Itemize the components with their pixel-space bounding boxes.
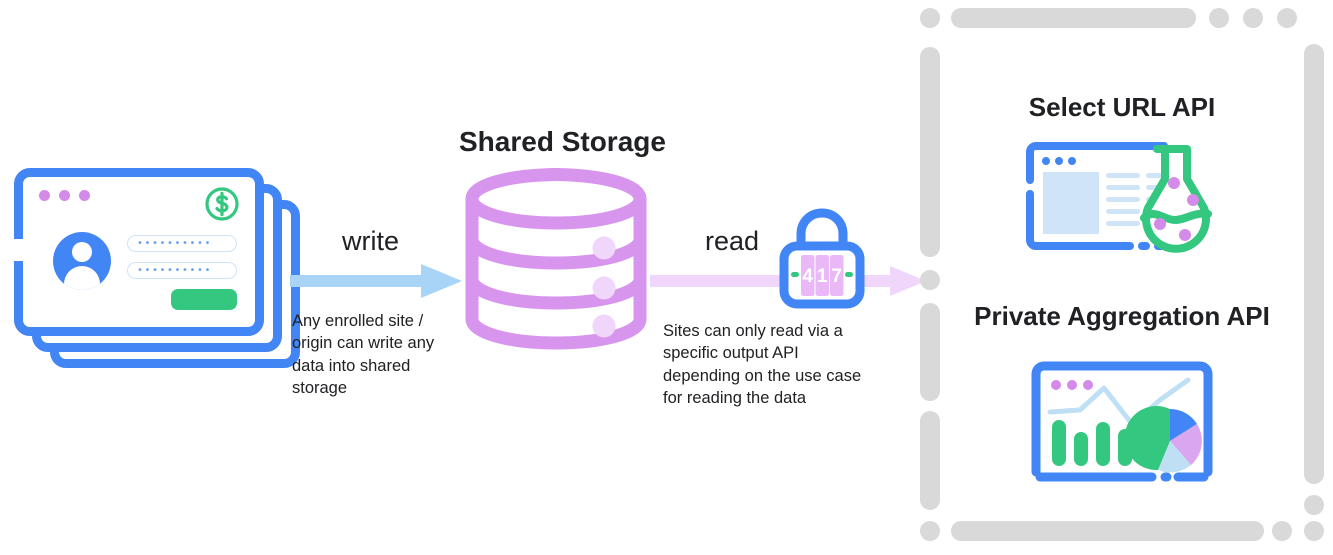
write-description: Any enrolled site / origin can write any… <box>292 312 435 397</box>
username-field-value: •••••••••• <box>137 237 212 249</box>
enrolled-site-cards: •••••••••• •••••••••• <box>14 168 304 368</box>
flask-icon <box>1140 145 1212 253</box>
panel-border-bar-left-2 <box>920 303 940 401</box>
card-edge-notch <box>14 239 23 261</box>
output-api-panel: Select URL API <box>920 8 1324 548</box>
avatar-body <box>64 266 100 290</box>
database-cylinder-icon <box>465 165 647 353</box>
panel-border-bar-bottom <box>951 521 1264 541</box>
avatar <box>53 232 111 290</box>
panel-border-dot-left-mid <box>920 270 940 290</box>
panel-border-dot-bottom-right <box>1304 521 1324 541</box>
select-url-api-title: Select URL API <box>1028 92 1216 122</box>
write-arrow-icon <box>290 264 462 298</box>
private-aggregation-api-illustration <box>1028 360 1224 486</box>
svg-text:7: 7 <box>831 266 842 287</box>
read-label: read <box>705 226 760 256</box>
lock-dials: 4 1 7 <box>801 255 844 296</box>
panel-border-dot-bottom-1 <box>1272 521 1292 541</box>
username-field[interactable]: •••••••••• <box>127 235 237 252</box>
password-field[interactable]: •••••••••• <box>127 262 237 279</box>
window-dot-3 <box>79 190 90 201</box>
storage-tier-dot-1 <box>592 236 616 260</box>
storage-tier-dot-3 <box>592 314 616 338</box>
window-dot-2 <box>59 190 70 201</box>
pie-chart <box>1124 406 1202 473</box>
write-label: write <box>342 226 400 256</box>
panel-border-dot-top-3 <box>1277 8 1297 28</box>
panel-border-dot-bottom-left <box>920 521 940 541</box>
avatar-head <box>72 242 92 262</box>
select-url-api-illustration <box>1018 140 1230 258</box>
panel-border-dot-right <box>1304 495 1324 515</box>
panel-border-bar-left-3 <box>920 411 940 510</box>
window-traffic-dots <box>39 190 90 201</box>
read-description: Sites can only read via a specific outpu… <box>663 322 862 407</box>
panel-border-bar-top <box>951 8 1196 28</box>
shared-storage-title: Shared Storage <box>459 126 666 157</box>
password-field-value: •••••••••• <box>137 264 212 276</box>
panel-border-dot-top-1 <box>1209 8 1229 28</box>
panel-border-bar-right <box>1304 44 1324 484</box>
storage-tier-dot-2 <box>592 276 616 300</box>
panel-border-bar-left-1 <box>920 47 940 257</box>
dollar-sign-icon <box>203 185 241 223</box>
panel-border-dot-top-2 <box>1243 8 1263 28</box>
private-aggregation-api-title: Private Aggregation API <box>974 301 1270 331</box>
site-card-front: •••••••••• •••••••••• <box>14 168 264 336</box>
svg-text:4: 4 <box>802 266 813 287</box>
window-dot-1 <box>39 190 50 201</box>
panel-border-dot-top-left <box>920 8 940 28</box>
combination-padlock-icon: 4 1 7 <box>777 202 867 310</box>
submit-button[interactable] <box>171 289 237 310</box>
svg-text:1: 1 <box>817 266 828 287</box>
